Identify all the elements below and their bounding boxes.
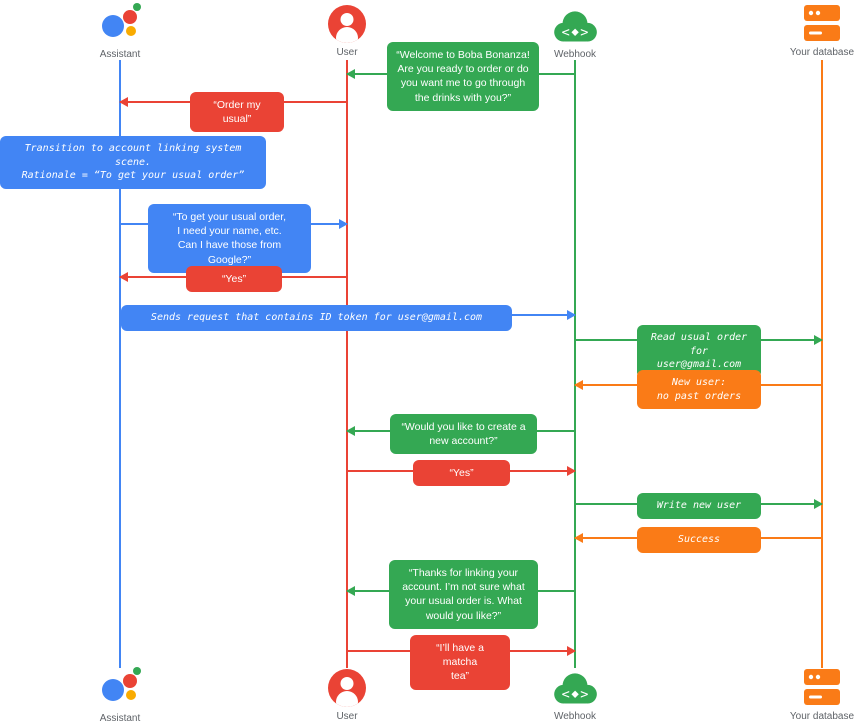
actor-label-assistant: Assistant (99, 49, 141, 60)
message-success: Success (637, 527, 761, 553)
svg-text:<: < (562, 24, 570, 40)
message-yes-1: “Yes” (186, 266, 282, 293)
message-create-account: “Would you like to create a new account?… (390, 414, 537, 455)
lifeline-database (821, 60, 823, 668)
message-yes-2: “Yes” (413, 460, 510, 487)
actor-label-webhook: Webhook (553, 711, 597, 722)
message-write-new-user: Write new user (637, 493, 761, 519)
actor-webhook-top: < > Webhook (520, 8, 630, 60)
lifeline-user (346, 60, 348, 668)
actor-label-webhook: Webhook (553, 49, 597, 60)
message-welcome: “Welcome to Boba Bonanza! Are you ready … (387, 42, 539, 111)
actor-label-user: User (336, 711, 358, 722)
svg-text:>: > (580, 686, 588, 702)
assistant-icon (102, 3, 141, 37)
database-icon (804, 5, 840, 41)
actor-user-bottom: User (292, 668, 402, 722)
actor-user-top: User (292, 4, 402, 58)
actor-label-user: User (336, 47, 358, 58)
actor-database-bottom: Your database (767, 668, 863, 722)
webhook-cloud-icon: < > (554, 673, 597, 704)
actor-webhook-bottom: < > Webhook (520, 670, 630, 722)
webhook-cloud-icon: < > (554, 11, 597, 42)
message-matcha-tea: “I’ll have a matcha tea” (410, 635, 510, 690)
assistant-icon (102, 667, 141, 701)
note-transition-account-linking: Transition to account linking system sce… (0, 136, 266, 189)
message-send-id-token: Sends request that contains ID token for… (121, 305, 512, 331)
user-icon (328, 669, 366, 707)
svg-text:<: < (562, 686, 570, 702)
actor-assistant-top: Assistant (65, 2, 175, 60)
actor-label-database: Your database (789, 711, 855, 722)
message-ask-for-details: “To get your usual order, I need your na… (148, 204, 311, 273)
svg-text:>: > (580, 24, 588, 40)
user-icon (328, 5, 366, 43)
message-order-my-usual: “Order my usual” (190, 92, 284, 133)
lifeline-webhook (574, 60, 576, 668)
actor-assistant-bottom: Assistant (65, 666, 175, 724)
actor-label-database: Your database (789, 47, 855, 58)
message-thanks-linking: “Thanks for linking your account. I’m no… (389, 560, 538, 629)
lifeline-assistant (119, 60, 121, 668)
message-read-usual-order: Read usual order for user@gmail.com (637, 325, 761, 378)
message-new-user: New user: no past orders (637, 370, 761, 409)
database-icon (804, 669, 840, 705)
actor-label-assistant: Assistant (99, 713, 141, 724)
actor-database-top: Your database (767, 4, 863, 58)
